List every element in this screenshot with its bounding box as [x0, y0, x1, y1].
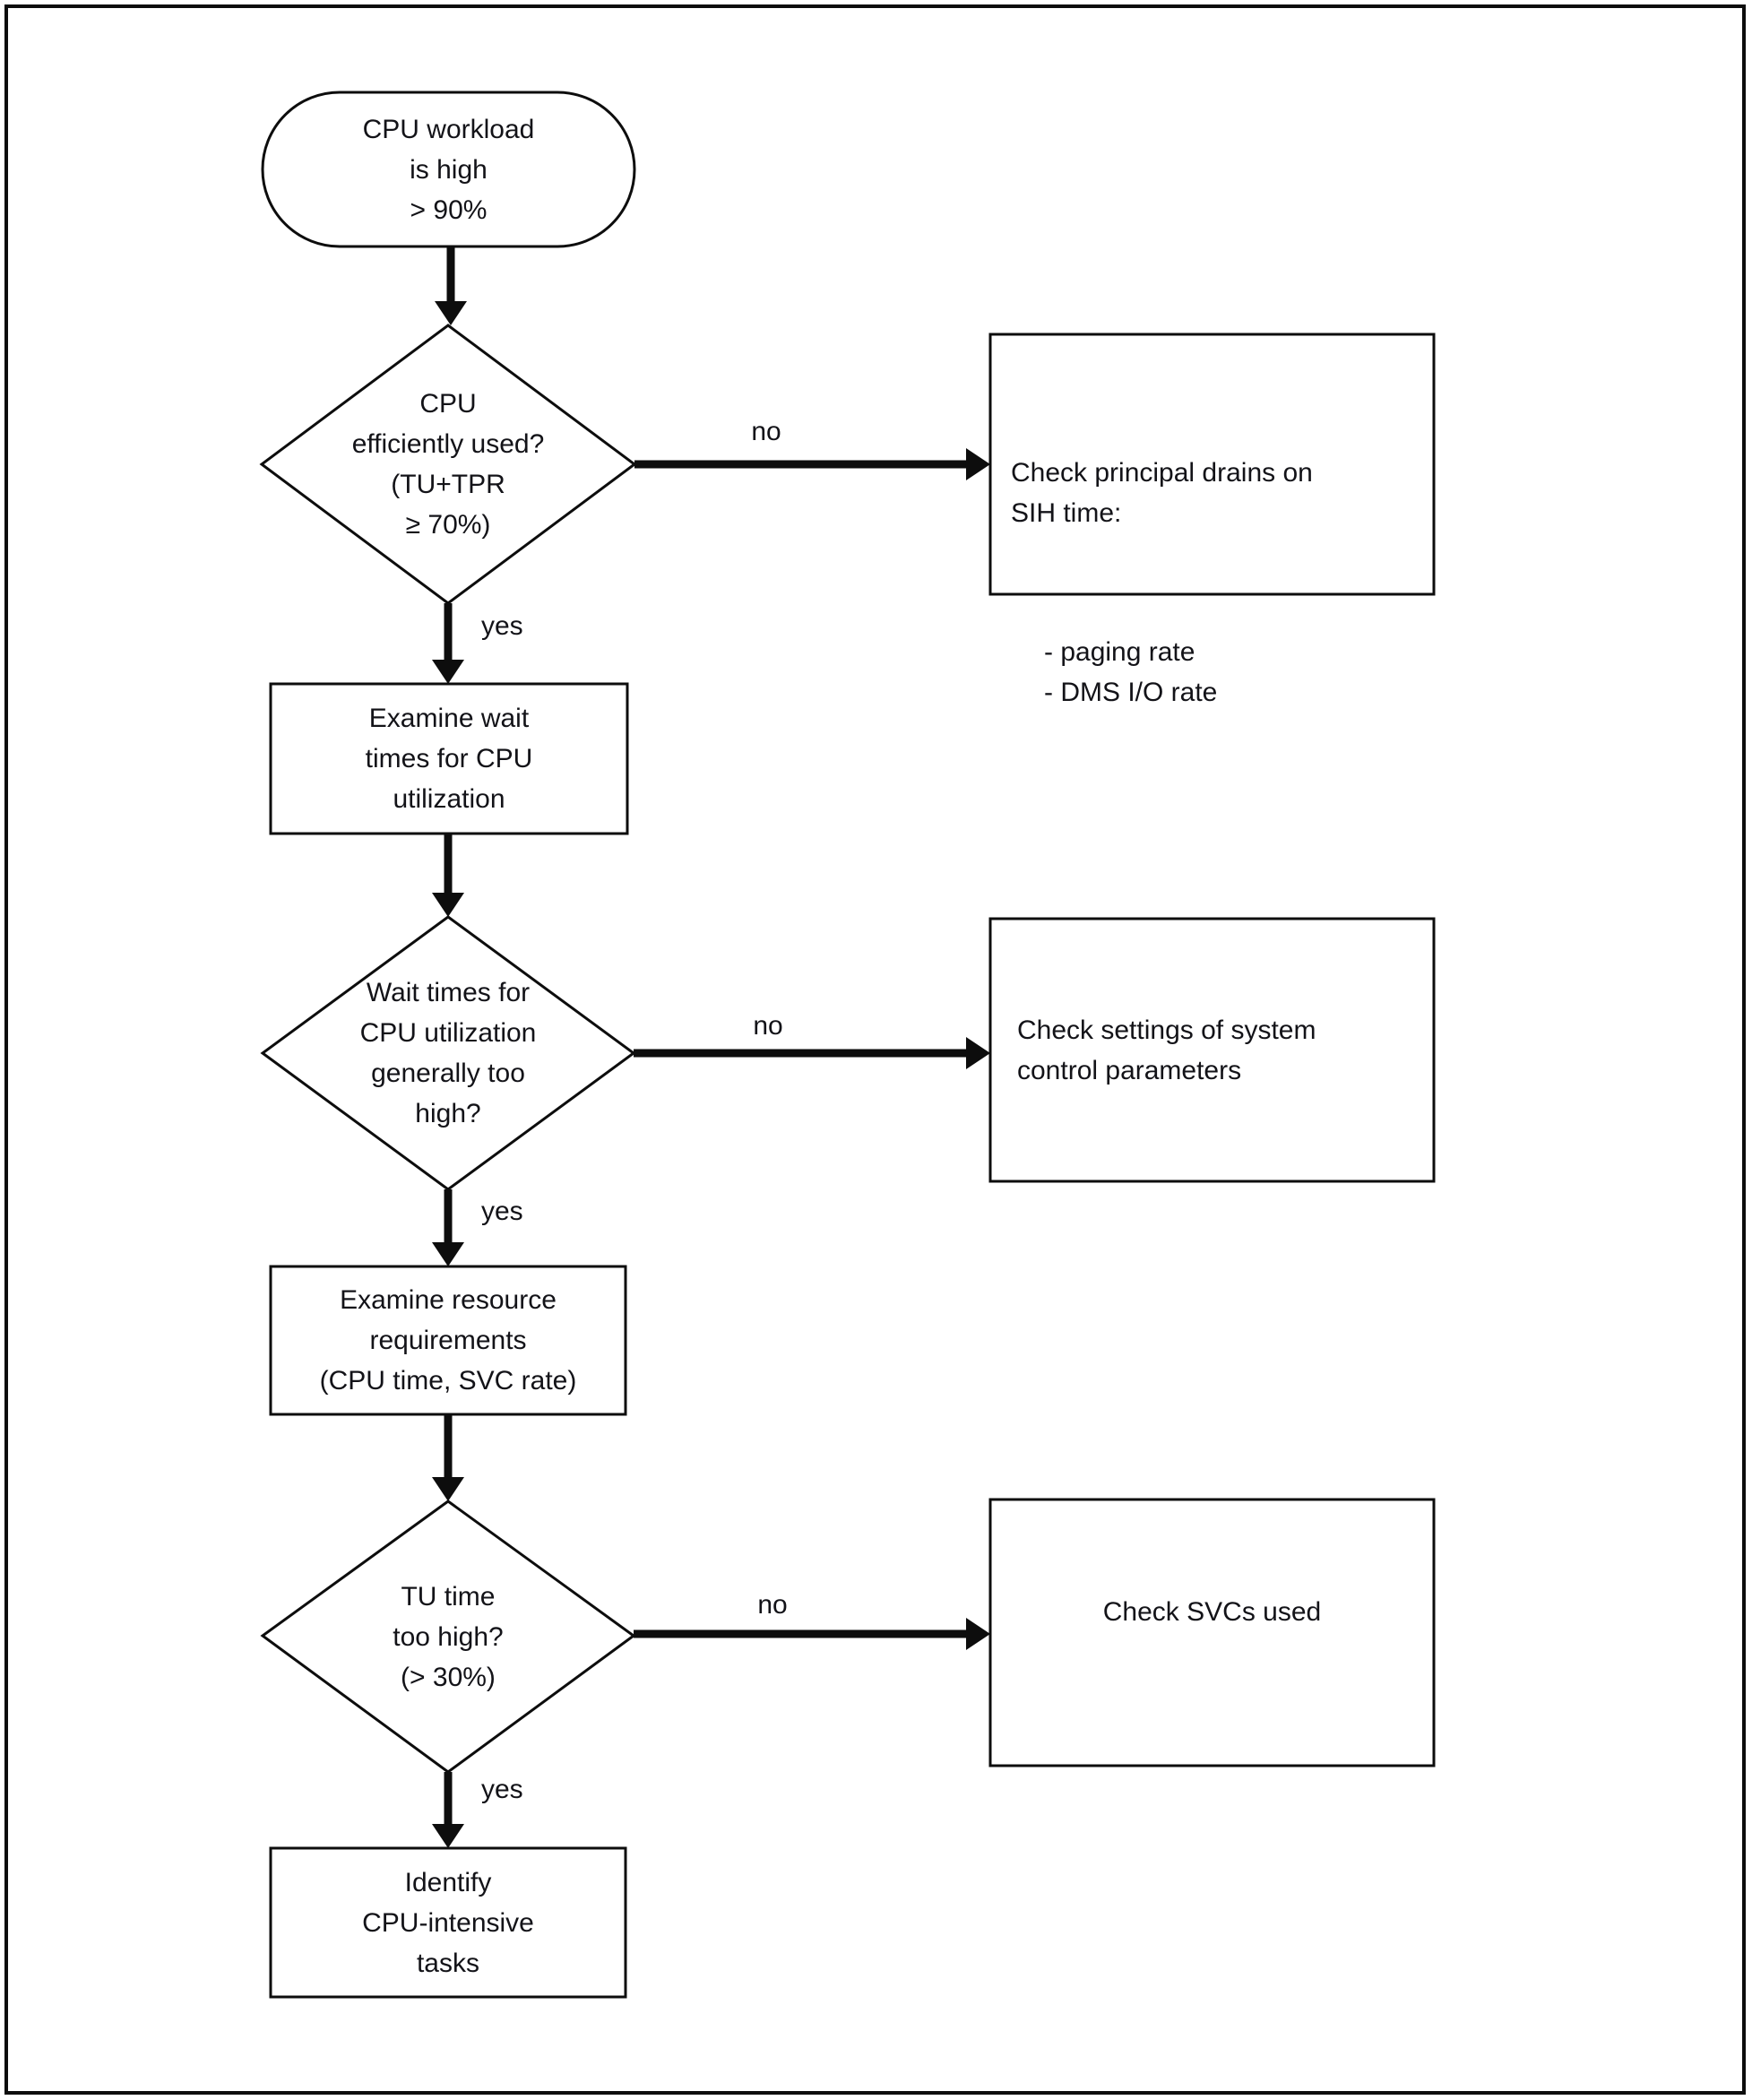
process2-shape [269, 1265, 627, 1416]
process3-label: Identify CPU-intensive tasks [362, 1867, 534, 1978]
edge-label-decision1-no: no [751, 417, 781, 446]
action2-label: Check settings of system control paramet… [1017, 1015, 1316, 1085]
edge-label-decision3-no: no [757, 1590, 788, 1620]
arrowhead-decision3-no [966, 1618, 990, 1650]
action3-label: Check SVCs used [1102, 1596, 1322, 1627]
arrowhead-start-to-decision1 [435, 301, 467, 325]
edge-label-decision1-yes: yes [481, 611, 523, 641]
decision1-label: CPU efficiently used? (TU+TPR ≥ 70%) [351, 389, 545, 540]
action2-shape [988, 917, 1436, 1183]
action1-title: Check principal drains on SIH time: [1011, 458, 1313, 528]
arrowhead-decision2-no [966, 1037, 990, 1069]
process1-label: Examine wait times for CPU utilization [365, 704, 533, 814]
arrowhead-decision1-yes [432, 660, 464, 684]
edge-label-decision2-yes: yes [481, 1197, 523, 1226]
start-node-label: CPU workload is high > 90% [362, 114, 535, 225]
action1-items: - paging rate - DMS I/O rate [1044, 637, 1218, 707]
arrowhead-process2-to-decision3 [432, 1477, 464, 1501]
decision2-label: Wait times for CPU utilization generally… [359, 978, 537, 1128]
action3-shape [988, 1498, 1436, 1767]
edge-label-decision2-no: no [753, 1011, 783, 1041]
process2-label: Examine resource requirements (CPU time,… [319, 1285, 577, 1396]
arrowhead-process1-to-decision2 [432, 893, 464, 917]
arrowhead-decision2-yes [432, 1242, 464, 1266]
arrowhead-decision1-no [966, 448, 990, 480]
process3-shape [269, 1846, 627, 1999]
edge-label-decision3-yes: yes [481, 1775, 523, 1804]
decision3-label: TU time too high? (> 30%) [393, 1581, 504, 1692]
arrowhead-decision3-yes [432, 1824, 464, 1848]
action1-shape [988, 333, 1436, 596]
action1-label: Check principal drains on SIH time: - pa… [990, 334, 1434, 707]
